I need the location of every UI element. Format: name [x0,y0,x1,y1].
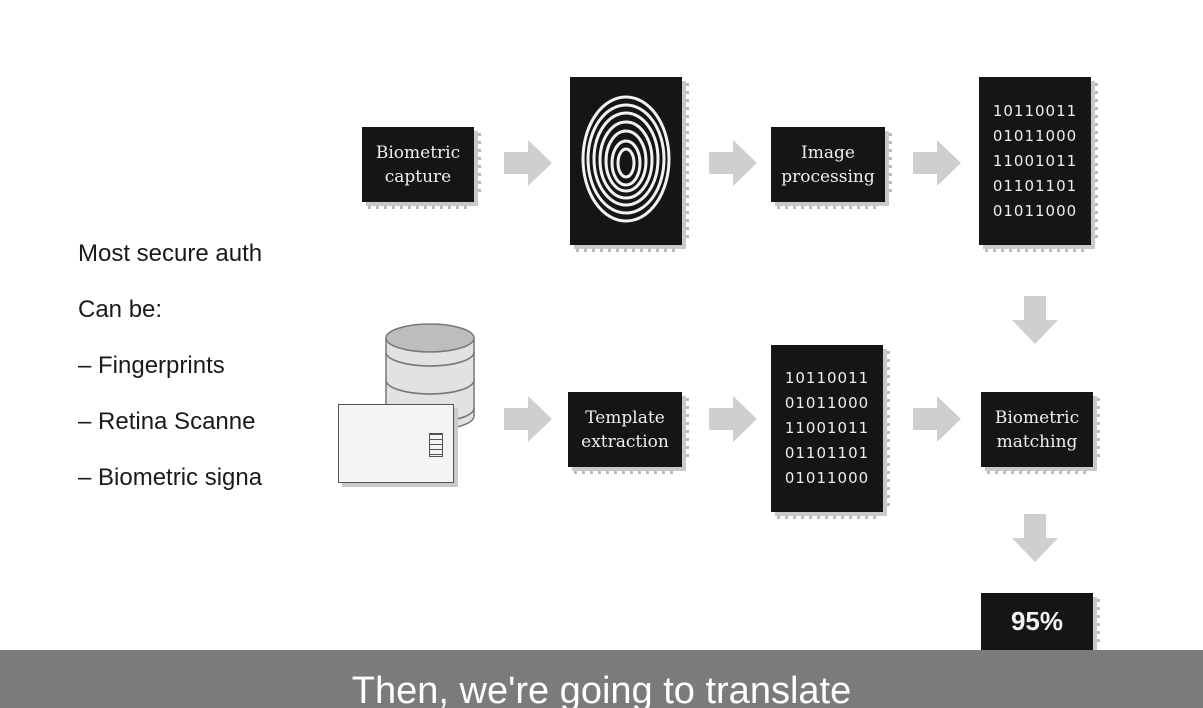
match-score-box: 95% [981,593,1100,657]
biometric-capture-box: Biometric capture [362,127,481,209]
binary-data-box-bottom: 10110011 01011000 11001011 01101101 0101… [771,345,890,519]
biometric-matching-label: Biometric matching [994,407,1080,452]
bullet-item: – Biometric signa [78,464,263,491]
fingerprint-image-box [570,77,689,252]
arrow-down-icon [1012,296,1058,344]
binary-data-box-top: 10110011 01011000 11001011 01101101 0101… [979,77,1098,252]
match-score-value: 95% [1010,606,1064,636]
arrow-down-icon [1012,514,1058,562]
arrow-right-icon [504,396,552,442]
arrow-right-icon [709,396,757,442]
image-processing-box: Image processing [771,127,892,209]
card-icon [338,404,454,483]
subtitle-bar: Then, we're going to translate [0,650,1203,708]
card-chip-icon [429,433,443,457]
binary-data-text: 10110011 01011000 11001011 01101101 0101… [992,101,1078,220]
bullet-item: – Retina Scanne [78,408,256,435]
template-extraction-label: Template extraction [581,407,669,452]
arrow-right-icon [913,396,961,442]
arrow-right-icon [709,140,757,186]
template-extraction-box: Template extraction [568,392,689,474]
biometric-matching-box: Biometric matching [981,392,1100,474]
arrow-right-icon [504,140,552,186]
bullet-list: Most secure auth Can be: – Fingerprints … [78,238,292,518]
bullet-item: Can be: [78,296,163,323]
biometric-capture-label: Biometric capture [375,142,461,187]
binary-data-text: 10110011 01011000 11001011 01101101 0101… [784,369,870,487]
bullet-item: – Fingerprints [78,352,225,379]
arrow-right-icon [913,140,961,186]
image-processing-label: Image processing [781,142,875,187]
fingerprint-icon [581,95,671,223]
subtitle-text: Then, we're going to translate [351,670,852,708]
bullet-item: Most secure auth [78,240,263,267]
